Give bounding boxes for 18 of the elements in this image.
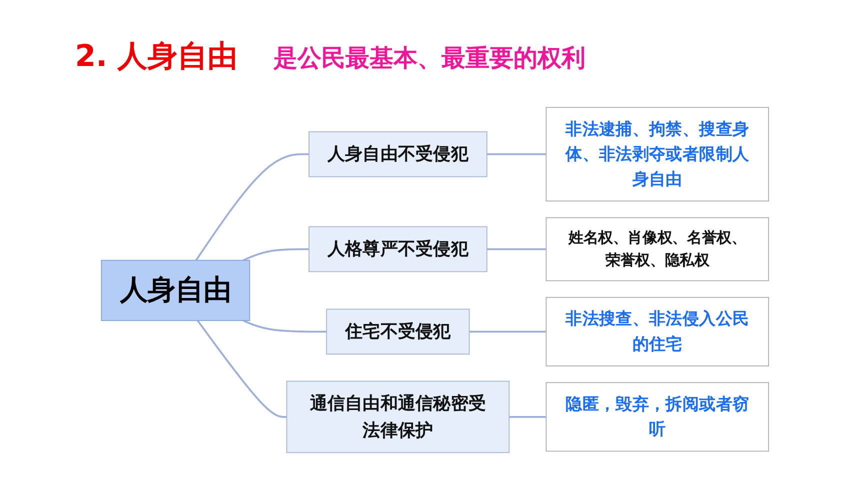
connector: [242, 320, 327, 333]
connector: [195, 153, 309, 261]
node-box: 人身自由: [100, 260, 250, 321]
connector: [196, 320, 287, 418]
subtitle: 是公民最基本、最重要的权利: [274, 43, 586, 74]
node-box: 非法逮捕、拘禁、搜查身体、非法剥夺或者限制人身自由: [546, 106, 770, 202]
node-box: 人身自由不受侵犯: [308, 131, 488, 178]
node-box: 非法搜查、非法侵入公民的住宅: [546, 296, 770, 366]
node-box: 姓名权、肖像权、名誉权、荣誉权、隐私权: [546, 217, 770, 282]
node-box: 人格尊严不受侵犯: [308, 226, 488, 272]
connector: [242, 248, 309, 262]
connector: [469, 330, 546, 333]
connector: [486, 153, 546, 156]
connector: [486, 248, 546, 250]
title: 2. 人身自由: [75, 38, 238, 76]
node-box: 隐匿，毁弃，拆阅或者窃听: [546, 382, 770, 452]
connector: [509, 416, 546, 418]
node-box: 通信自由和通信秘密受法律保护: [286, 380, 510, 454]
